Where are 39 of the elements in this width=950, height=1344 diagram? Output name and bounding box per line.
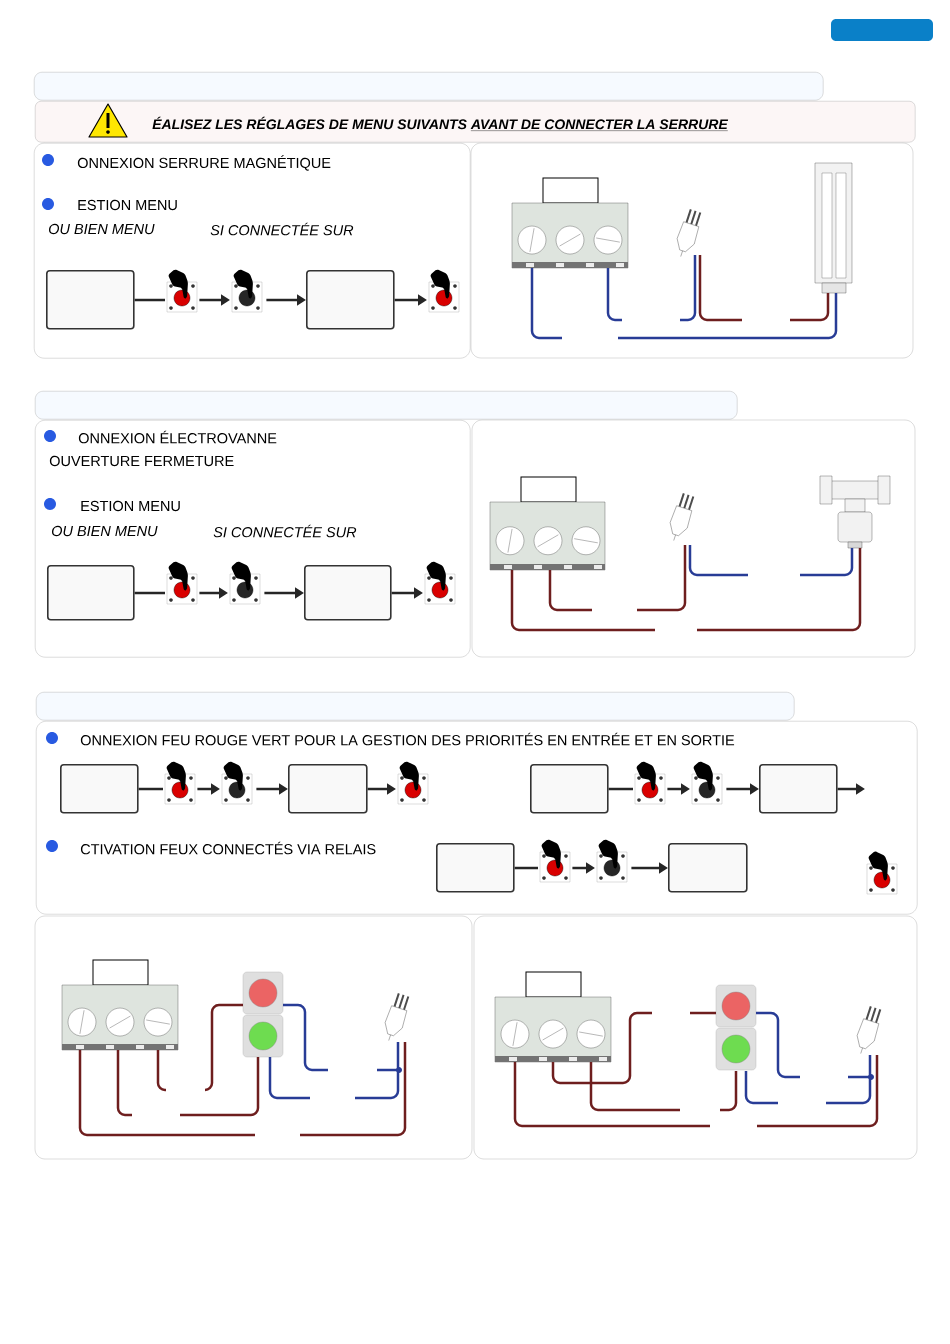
push-button-icon <box>866 851 898 895</box>
push-button-icon <box>424 561 456 605</box>
section-text: ONNEXION SERRURE MAGNÉTIQUE <box>77 155 331 171</box>
menu-label: SI CONNECTÉE SUR <box>213 524 357 538</box>
menu-label: OU BIEN MENU <box>49 223 155 235</box>
section-text: ESTION MENU <box>78 199 177 211</box>
section-text: CTIVATION FEUX CONNECTÉS VIA RELAIS <box>80 841 376 855</box>
display-box <box>436 843 515 893</box>
section-text: OUVERTURE FERMETURE <box>49 455 234 467</box>
push-button-icon <box>166 269 198 313</box>
title-band <box>36 692 795 721</box>
display-box <box>759 764 838 814</box>
display-box <box>668 843 748 893</box>
display-box <box>304 565 392 621</box>
display-box <box>530 764 609 814</box>
section-text: ESTION MENU <box>81 500 180 512</box>
push-button-icon <box>397 761 429 805</box>
display-box <box>306 270 395 330</box>
display-box <box>288 764 368 814</box>
warning-band: ÉALISEZ LES RÉGLAGES DE MENU SUIVANTS AVANT DE CONNECTER LA SERRURE <box>35 101 916 143</box>
display-box <box>60 764 139 814</box>
push-button-icon <box>691 761 723 805</box>
push-button-icon <box>164 761 196 805</box>
push-button-icon <box>231 269 263 313</box>
push-button-icon <box>221 761 253 805</box>
title-band <box>34 72 824 101</box>
push-button-icon <box>166 561 198 605</box>
push-button-icon <box>634 761 666 805</box>
push-button-icon <box>229 561 261 605</box>
display-box <box>46 270 135 330</box>
menu-label: OU BIEN MENU <box>52 525 158 537</box>
push-button-icon <box>596 839 628 883</box>
section-text: ONNEXION FEU ROUGE VERT POUR LA GESTION DES PRIORITÉS EN ENTRÉE ET EN SORTIE <box>80 732 735 746</box>
section-text: ONNEXION ÉLECTROVANNE <box>78 430 277 444</box>
menu-label: SI CONNECTÉE SUR <box>210 222 354 236</box>
title-band <box>35 391 738 420</box>
push-button-icon <box>539 839 571 883</box>
push-button-icon <box>428 269 460 313</box>
display-box <box>47 565 135 621</box>
